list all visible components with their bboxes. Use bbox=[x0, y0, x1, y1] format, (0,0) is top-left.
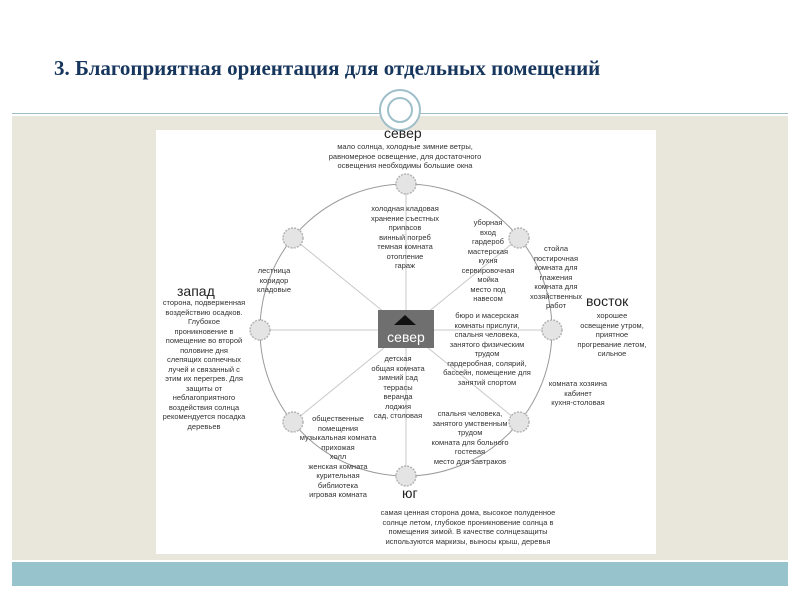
south-description: самая ценная сторона дома, высокое полуд… bbox=[380, 508, 556, 546]
direction-south-label: юг bbox=[402, 485, 418, 501]
slide-title: 3. Благоприятная ориентация для отдельны… bbox=[54, 56, 601, 80]
sun-icon-south bbox=[395, 465, 417, 487]
sun-icon-northwest bbox=[282, 227, 304, 249]
sun-icon-west bbox=[249, 319, 271, 341]
west-description: сторона, подверженная воздействию осадко… bbox=[162, 298, 246, 431]
rooms-northwest: лестница коридор кладовые bbox=[256, 266, 291, 294]
rooms-northeast-outer: стойла постирочная комната для глажения … bbox=[529, 244, 583, 310]
sun-icon-north bbox=[395, 173, 417, 195]
rooms-south: детская общая комната зимний сад террасы… bbox=[371, 354, 425, 420]
center-compass-label: север bbox=[387, 329, 425, 345]
east-description: хорошее освещение утром, приятное прогре… bbox=[577, 311, 647, 358]
sun-icon-northeast bbox=[508, 227, 530, 249]
north-arrow-icon bbox=[394, 315, 416, 325]
rooms-east: бюро и масерская комнаты прислуги, спаль… bbox=[443, 311, 531, 387]
footer-bar bbox=[12, 562, 788, 586]
direction-east-label: восток bbox=[586, 293, 629, 309]
rooms-southwest: общественные помещения музыкальная комна… bbox=[299, 414, 377, 499]
rooms-northeast: уборная вход гардероб мастерская кухня с… bbox=[461, 218, 515, 303]
sun-icon-southeast bbox=[508, 411, 530, 433]
decorative-ring-icon bbox=[379, 89, 421, 131]
sun-icon-southwest bbox=[282, 411, 304, 433]
rooms-southeast-outer: комната хозяина кабинет кухня-столовая bbox=[548, 379, 608, 407]
rooms-north: холодная кладовая хранение съестных прип… bbox=[370, 204, 440, 270]
rooms-southeast: спальня человека, занятого умственным тр… bbox=[431, 409, 509, 466]
direction-north-label: север bbox=[384, 125, 422, 141]
sun-icon-east bbox=[541, 319, 563, 341]
north-description: мало солнца, холодные зимние ветры, равн… bbox=[328, 142, 482, 170]
direction-west-label: запад bbox=[177, 283, 215, 299]
